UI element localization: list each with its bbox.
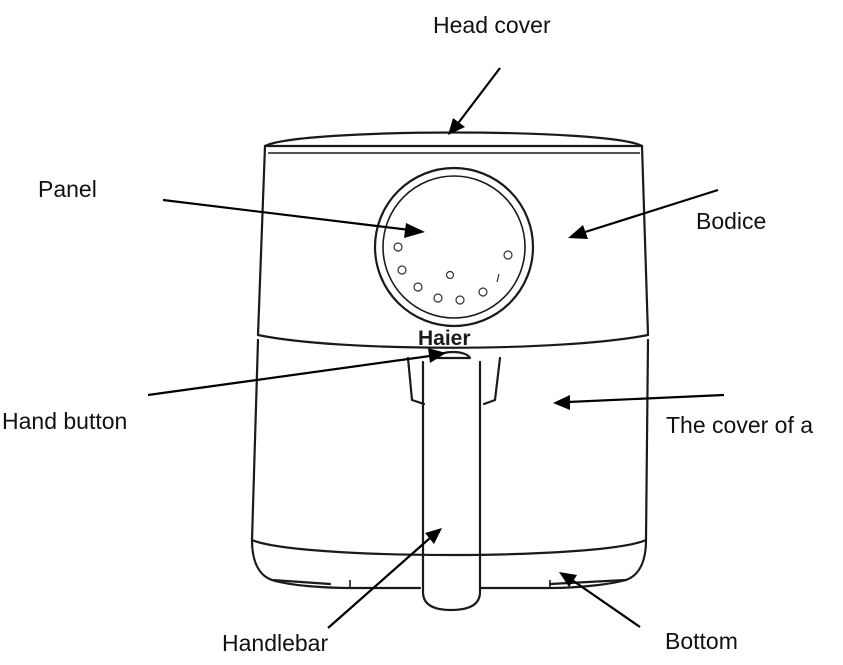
panel-outer-ring	[373, 166, 535, 328]
label-panel: Panel	[38, 176, 97, 202]
label-head-cover: Head cover	[433, 12, 551, 38]
arrow-head-cover	[455, 67, 501, 127]
handlebar	[421, 360, 482, 612]
temp-minus-icon	[478, 287, 488, 297]
arrow-basket-cover	[567, 393, 725, 404]
indicator-mark	[496, 273, 500, 283]
head-cover	[263, 131, 644, 148]
arrow-bodice	[581, 188, 719, 235]
label-hand-button: Hand button	[2, 408, 128, 434]
label-bottom: Bottom	[665, 628, 738, 654]
air-fryer-drawing: Haier	[250, 131, 650, 612]
power-icon	[433, 293, 443, 303]
label-bodice: Bodice	[696, 208, 767, 234]
arrow-hand-button	[147, 354, 431, 397]
basket-cover-outline	[250, 338, 650, 557]
timer-icon	[397, 265, 407, 275]
callout-arrows	[147, 67, 725, 629]
arrow-panel	[162, 198, 411, 232]
panel-icons	[393, 242, 513, 305]
minus-icon	[413, 282, 423, 292]
panel-inner-ring	[382, 175, 526, 319]
label-basket-cover: The cover of a	[666, 412, 814, 438]
start-icon	[455, 295, 465, 305]
brand-logo: Haier	[418, 327, 471, 350]
arrow-bottom	[571, 579, 641, 628]
plus-icon	[393, 242, 403, 252]
handle-frame	[406, 356, 502, 406]
bodice-outline	[256, 144, 650, 337]
label-handlebar: Handlebar	[222, 630, 329, 656]
fan-icon	[445, 270, 455, 280]
arrow-handlebar	[327, 537, 431, 629]
temp-plus-icon	[503, 250, 513, 260]
